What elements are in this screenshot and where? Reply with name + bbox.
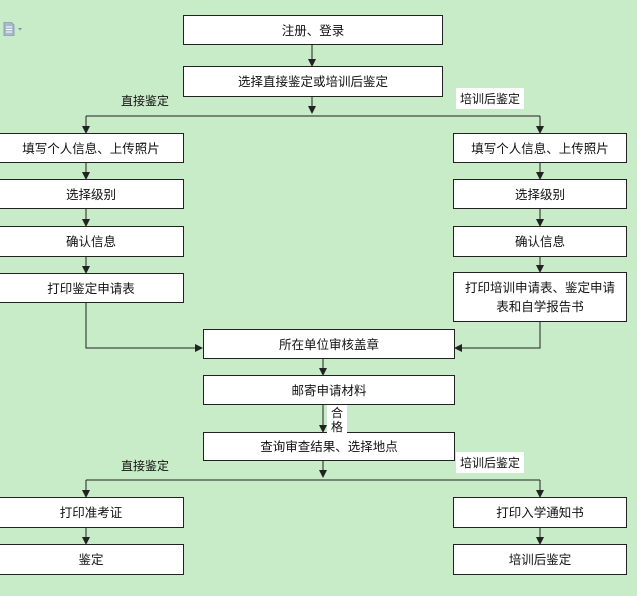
step-query-result-label: 查询审查结果、选择地点 [260, 439, 398, 454]
step-right-print-form: 打印培训申请表、鉴定申请表和自学报告书 [453, 272, 627, 322]
label-pass-text: 合格 [330, 406, 343, 434]
step-right-fill-info: 填写个人信息、上传照片 [453, 133, 627, 163]
step-register: 注册、登录 [183, 15, 443, 45]
arrow-left-print-to-review [85, 302, 203, 352]
step-left-fill-info: 填写个人信息、上传照片 [0, 133, 184, 163]
step-post-training-appraisal-label: 培训后鉴定 [508, 552, 572, 567]
step-unit-review: 所在单位审核盖章 [203, 329, 455, 359]
label-direct-top: 直接鉴定 [121, 94, 170, 108]
step-post-training-appraisal: 培训后鉴定 [453, 544, 627, 575]
step-appraisal: 鉴定 [0, 544, 184, 575]
step-print-enrollment: 打印入学通知书 [453, 497, 627, 528]
arrow-right-print-to-review [454, 321, 541, 352]
step-print-admission-label: 打印准考证 [59, 505, 123, 520]
document-dropdown-icon[interactable] [3, 22, 25, 36]
step-query-result: 查询审查结果、选择地点 [203, 432, 455, 461]
step-mail-materials-label: 邮寄申请材料 [291, 382, 367, 398]
step-left-print-form-label: 打印鉴定申请表 [47, 280, 135, 296]
step-register-label: 注册、登录 [281, 22, 345, 38]
step-left-confirm-info: 确认信息 [0, 226, 184, 257]
step-right-choose-level-label: 选择级别 [514, 186, 565, 202]
step-left-fill-info-label: 填写个人信息、上传照片 [22, 140, 160, 156]
step-right-confirm-info-label: 确认信息 [514, 234, 565, 249]
step-choose-mode: 选择直接鉴定或培训后鉴定 [183, 66, 443, 97]
label-pass: 合格 [327, 405, 347, 435]
step-right-confirm-info: 确认信息 [453, 226, 627, 257]
step-left-choose-level: 选择级别 [0, 179, 184, 209]
step-choose-mode-label: 选择直接鉴定或培训后鉴定 [237, 74, 388, 89]
step-appraisal-label: 鉴定 [78, 552, 104, 567]
step-right-fill-info-label: 填写个人信息、上传照片 [471, 140, 609, 156]
step-left-confirm-info-label: 确认信息 [65, 234, 116, 249]
step-print-enrollment-label: 打印入学通知书 [496, 505, 584, 520]
step-mail-materials: 邮寄申请材料 [203, 375, 455, 405]
step-left-choose-level-label: 选择级别 [65, 186, 116, 202]
label-after-training-bottom: 培训后鉴定 [456, 452, 525, 473]
label-direct-bottom: 直接鉴定 [121, 459, 170, 473]
label-after-training-top: 培训后鉴定 [456, 88, 525, 109]
step-right-choose-level: 选择级别 [453, 179, 627, 209]
step-unit-review-label: 所在单位审核盖章 [278, 336, 379, 352]
step-right-print-form-label: 打印培训申请表、鉴定申请表和自学报告书 [464, 280, 615, 314]
step-left-print-form: 打印鉴定申请表 [0, 273, 184, 303]
step-print-admission: 打印准考证 [0, 497, 184, 528]
